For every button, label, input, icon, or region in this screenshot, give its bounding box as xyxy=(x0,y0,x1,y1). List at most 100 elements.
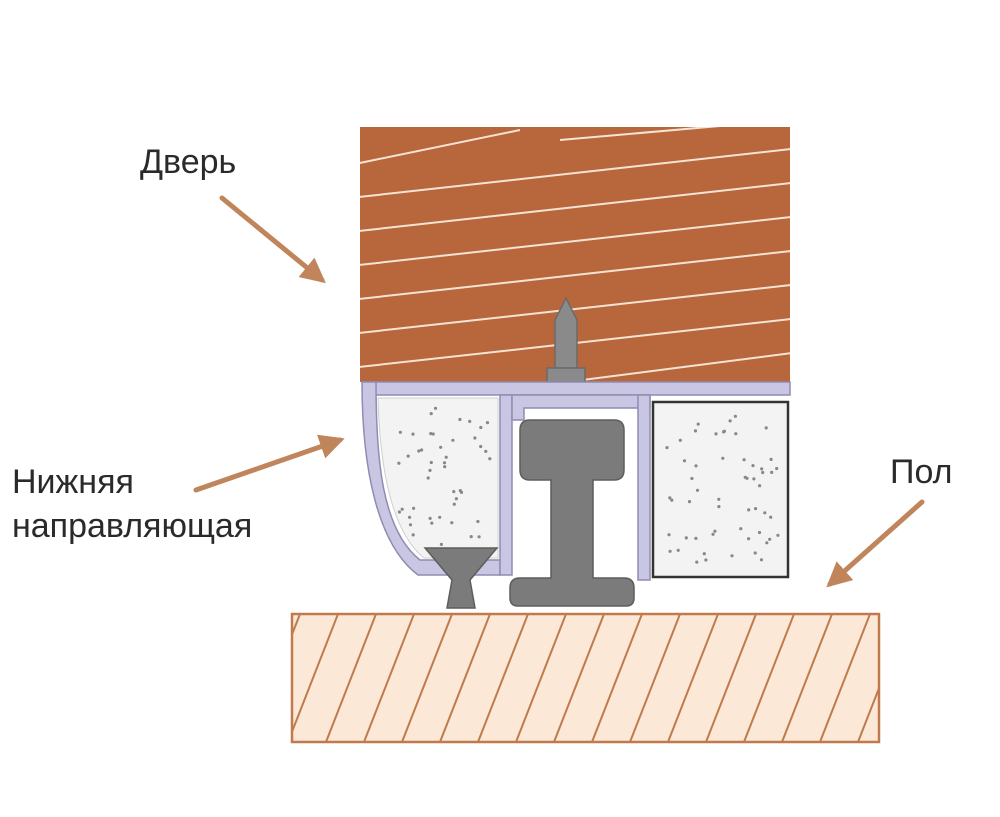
floor-section xyxy=(290,612,946,744)
foam-dot xyxy=(717,505,721,509)
foam-dot xyxy=(678,438,682,442)
foam-dot xyxy=(694,464,698,468)
foam-dot xyxy=(442,461,447,465)
foam-dot xyxy=(468,419,472,423)
floor-hatch-line xyxy=(401,614,453,742)
insert-right xyxy=(651,400,790,579)
foam-dot xyxy=(769,515,773,519)
foam-dot xyxy=(665,446,669,450)
foam-dot xyxy=(763,511,767,515)
floor-hatch-line xyxy=(515,614,567,742)
foam-dot xyxy=(429,432,433,436)
floor-hatch-line xyxy=(781,614,833,742)
foam-dot xyxy=(458,489,462,493)
foam-dot xyxy=(454,497,458,501)
label-floor: Пол xyxy=(890,453,953,491)
foam-dot xyxy=(717,497,721,501)
foam-dot xyxy=(721,456,725,460)
foam-dot xyxy=(439,542,443,547)
foam-dot xyxy=(429,460,433,465)
insert-left-dots xyxy=(397,406,492,547)
foam-dot xyxy=(728,419,732,423)
foam-dot xyxy=(722,429,727,433)
door-wood-grain xyxy=(360,127,790,382)
foam-dot xyxy=(713,529,717,533)
foam-dot xyxy=(430,521,434,525)
floor-hatch-line xyxy=(439,614,491,742)
foam-dot xyxy=(428,516,432,521)
floor-hatch-line xyxy=(896,614,946,742)
insert-right-dots xyxy=(665,414,780,564)
foam-dot xyxy=(695,560,699,564)
foam-dot xyxy=(714,432,718,436)
foam-dot xyxy=(704,558,708,562)
floor-hatch-line xyxy=(325,614,377,742)
foam-dot xyxy=(479,425,483,430)
foam-dot xyxy=(476,519,480,524)
seal-strip xyxy=(423,547,499,609)
label-door: Дверь xyxy=(140,143,237,181)
foam-dot xyxy=(757,530,762,535)
foam-dot xyxy=(693,429,698,433)
foam-dot xyxy=(730,554,734,558)
foam-dot xyxy=(758,484,762,488)
foam-dot xyxy=(443,465,447,469)
floor-hatch-line xyxy=(667,614,719,742)
foam-dot xyxy=(775,466,779,471)
foam-dot xyxy=(668,496,672,500)
foam-dot xyxy=(398,430,402,434)
foam-dot xyxy=(765,541,769,545)
foam-dot xyxy=(742,458,746,462)
floor-hatch-line xyxy=(705,614,757,742)
guide-roller xyxy=(509,419,635,607)
foam-dot xyxy=(439,445,443,449)
foam-dot xyxy=(668,549,672,553)
floor-hatch-line xyxy=(629,614,681,742)
label-bottom-guide-line1: Нижняя xyxy=(12,463,134,501)
foam-dot xyxy=(754,507,758,511)
foam-dot xyxy=(768,537,772,541)
insert-left xyxy=(377,397,499,559)
foam-dot xyxy=(682,459,687,463)
floor-hatch-line xyxy=(591,614,643,742)
foam-dot xyxy=(477,535,481,539)
foam-dot xyxy=(488,457,492,461)
foam-dot xyxy=(452,502,456,506)
foam-dot xyxy=(473,436,477,440)
label-bottom-guide-line2: направляющая xyxy=(12,507,253,545)
foam-dot xyxy=(670,498,674,502)
foam-dot xyxy=(438,515,442,519)
foam-dot xyxy=(687,500,692,504)
foam-dot xyxy=(411,432,415,436)
foam-dot xyxy=(429,412,433,416)
foam-dot xyxy=(411,533,415,537)
foam-dot xyxy=(752,477,756,481)
foam-dot xyxy=(751,464,755,468)
foam-dot xyxy=(747,537,751,541)
floor-hatch-line xyxy=(857,685,879,742)
mounting-screw xyxy=(546,296,586,383)
foam-dot xyxy=(451,438,455,442)
foam-dot xyxy=(417,449,421,453)
foam-dot xyxy=(747,508,751,512)
bottom-guide-profile xyxy=(360,381,791,581)
floor-hatching xyxy=(292,614,946,742)
floor-hatch-line xyxy=(292,614,339,735)
foam-dot xyxy=(485,421,490,425)
foam-dot xyxy=(397,510,401,514)
foam-dot xyxy=(684,536,688,540)
guide-arrow xyxy=(193,434,345,493)
floor-hatch-line xyxy=(553,614,605,742)
foam-dot xyxy=(458,417,462,422)
foam-dot xyxy=(408,523,413,527)
foam-dot xyxy=(667,533,671,537)
foam-dot xyxy=(408,515,412,519)
foam-dot xyxy=(760,467,764,471)
foam-dot xyxy=(450,521,454,525)
foam-dot xyxy=(400,507,404,511)
foam-dot xyxy=(420,448,424,452)
floor-hatch-line xyxy=(363,614,415,742)
foam-dot xyxy=(484,449,488,453)
floor-hatch-line xyxy=(743,614,795,742)
foam-dot xyxy=(426,476,430,480)
